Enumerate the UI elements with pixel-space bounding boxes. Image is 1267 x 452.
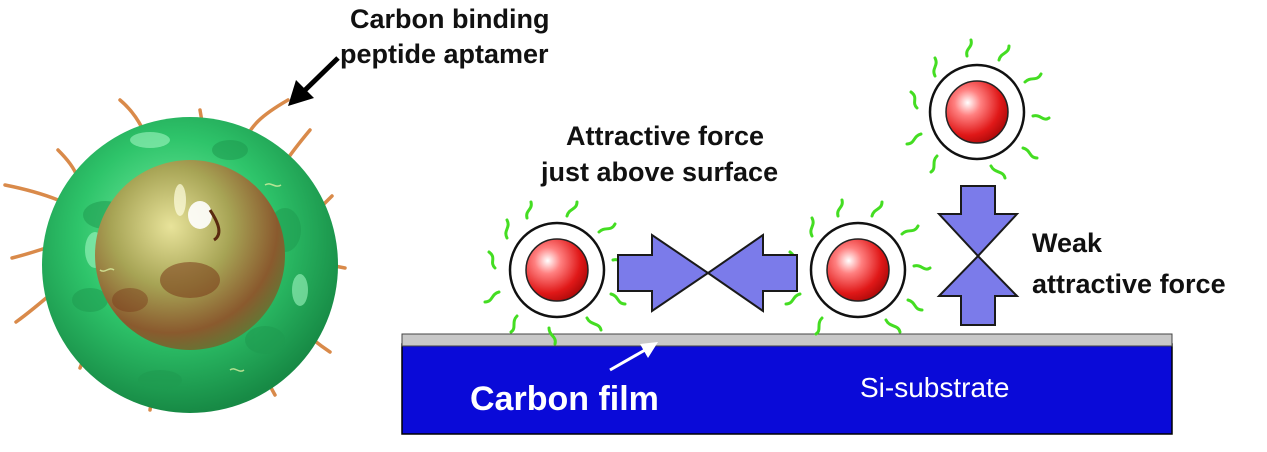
- weak-force-label-line2: attractive force: [1032, 269, 1226, 299]
- si-substrate: [401, 343, 1173, 435]
- substrate-assembly: [401, 333, 1173, 435]
- aptamer-pointer-arrow: [288, 56, 340, 106]
- particle-left: [483, 200, 631, 346]
- weak-force-label-line1: Weak: [1032, 228, 1103, 258]
- particle-core: [95, 160, 285, 350]
- horizontal-force-arrows: [617, 233, 798, 313]
- core-dark-spot: [160, 262, 220, 298]
- vertical-force-arrows: [936, 185, 1020, 326]
- core-highlight: [174, 184, 186, 216]
- core-highlight: [188, 201, 212, 229]
- particle-middle: [784, 198, 932, 336]
- aptamer-label-line2: peptide aptamer: [340, 39, 549, 69]
- attractive-force-label-line2: just above surface: [540, 157, 778, 187]
- arrow-down: [936, 185, 1020, 258]
- arrow-left: [706, 233, 798, 313]
- particle-top: [905, 38, 1051, 180]
- attractive-force-label-line1: Attractive force: [566, 121, 764, 151]
- arrow-right: [617, 233, 710, 313]
- carbon-film-pointer-arrow: [609, 342, 658, 372]
- si-substrate-label: Si-substrate: [860, 372, 1009, 403]
- nanoparticle-illustration: [3, 56, 347, 413]
- aptamer-label-line1: Carbon binding: [350, 4, 549, 34]
- core-strand: [208, 209, 221, 242]
- arrow-up: [936, 254, 1020, 326]
- shell-squiggles: [99, 183, 282, 372]
- core-dark-spot: [112, 288, 148, 312]
- carbon-film-layer: [401, 333, 1173, 347]
- carbon-film-label: Carbon film: [470, 380, 659, 418]
